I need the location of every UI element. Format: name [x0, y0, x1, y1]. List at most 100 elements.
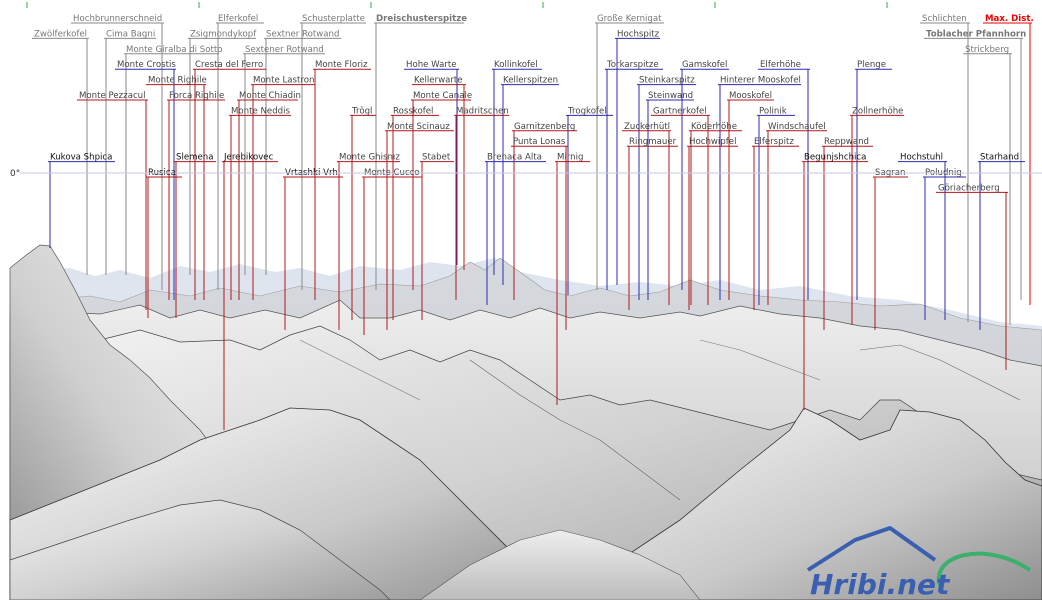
peak-name: Hohe Warte — [406, 60, 457, 70]
peak-name: Torkarspitze — [606, 60, 659, 70]
peak-label[interactable]: Monte Canale — [411, 91, 472, 290]
peak-label[interactable]: Stabet — [420, 153, 454, 320]
peak-label[interactable]: Torkarspitze — [605, 60, 663, 290]
peak-name: Kellerwarte — [414, 76, 463, 86]
peak-name: Monte Crostis — [117, 60, 176, 70]
peak-name: Starhand — [980, 153, 1019, 163]
peak-label[interactable]: Windschaufel — [766, 122, 827, 305]
peak-label[interactable]: Mirnig — [555, 153, 590, 405]
peak-name: Cresta del Ferro — [195, 60, 263, 70]
peak-name: Mooskofel — [729, 91, 772, 101]
peak-name: Elferkofel — [218, 14, 258, 24]
peak-name: Punta Lonas — [513, 137, 566, 147]
peak-label[interactable]: Monte Crostis — [115, 60, 176, 300]
peak-label[interactable]: Monte Giralba di Sotto — [124, 45, 222, 275]
peak-name: Steinkarspitz — [639, 76, 695, 86]
peak-label[interactable]: Schusterplatte — [300, 14, 366, 290]
peak-label[interactable]: Hohe Warte — [404, 60, 459, 265]
peak-name: Brenaca Alta — [487, 153, 542, 163]
peak-name: Monte Pezzacul — [79, 91, 146, 101]
peak-label[interactable]: Köderhöhe — [689, 122, 742, 305]
peak-name: Plenge — [857, 60, 886, 70]
peak-label[interactable]: Hochbrunnerschneid — [71, 14, 164, 290]
peak-label[interactable]: Slemena — [174, 153, 216, 318]
peak-name: Ringmauer — [629, 137, 677, 147]
green-arc-icon — [936, 551, 1032, 587]
top-ticks — [26, 2, 888, 8]
peak-label[interactable]: Zsigmondykopf — [188, 29, 257, 275]
peak-label[interactable]: Plenge — [855, 60, 892, 300]
peak-name: Cima Bagni — [106, 29, 155, 39]
peak-name: Zuckerhütl — [624, 122, 670, 132]
peak-label[interactable]: Steinkarspitz — [637, 76, 696, 300]
peak-name: Sextner Rotwand — [266, 29, 339, 39]
peak-name: Trögl — [351, 106, 372, 116]
peak-label[interactable]: Sextner Rotwand — [264, 29, 341, 275]
peak-label[interactable]: Große Kernigat — [595, 14, 664, 290]
peak-label[interactable]: Garnitzenberg — [512, 122, 577, 300]
peak-label[interactable]: Hochstuhl — [898, 153, 947, 320]
peak-label[interactable]: Monte Neddis — [229, 106, 291, 300]
peak-name: Große Kernigat — [597, 14, 662, 24]
peak-name: Windschaufel — [768, 122, 826, 132]
peak-label[interactable]: Trogkofel — [566, 106, 613, 295]
peak-name: Monte Righile — [148, 76, 207, 86]
peak-label[interactable]: Monte Ghisnız — [337, 153, 400, 330]
peak-label[interactable]: Forca Righile — [167, 91, 225, 300]
peak-label[interactable]: Jerebikovec — [222, 153, 278, 430]
peak-name: Jerebikovec — [223, 153, 274, 163]
peak-label[interactable]: Reppwand — [822, 137, 873, 330]
peak-label[interactable]: Steinwand — [646, 91, 694, 300]
peak-label[interactable]: Elferkofel — [216, 14, 264, 290]
peak-label[interactable]: Toblacher Pfannhorn — [924, 29, 1026, 300]
peak-label[interactable]: Starhand — [978, 153, 1025, 330]
peak-label[interactable]: Zuckerhütl — [622, 122, 671, 305]
peak-label[interactable]: Hochspitz — [615, 29, 660, 285]
peak-label[interactable]: Trögl — [350, 106, 376, 320]
peak-label[interactable]: Cima Bagni — [104, 29, 156, 275]
peak-label[interactable]: Begunjshchica — [802, 153, 868, 410]
peak-name: Göriacherberg — [938, 183, 1000, 193]
peak-name: Stabet — [422, 153, 451, 163]
peak-label[interactable]: Monte Scinauz — [385, 122, 454, 330]
peak-name: Gartnerkofel — [653, 106, 707, 116]
peak-label[interactable]: Elferhöhe — [758, 60, 810, 300]
peak-name: Hinterer Mooskofel — [720, 76, 801, 86]
peak-label[interactable]: Strickberg — [963, 45, 1012, 325]
peak-label[interactable]: Gamskofel — [680, 60, 729, 290]
peak-label[interactable]: Kellerspitzen — [501, 76, 559, 285]
peak-name: Elferspitz — [754, 137, 794, 147]
peak-label[interactable]: Kollinkofel — [492, 60, 542, 275]
peak-label[interactable]: Kukova Shpica — [48, 153, 115, 248]
peak-name: Köderhöhe — [691, 122, 737, 132]
peak-label[interactable]: Punta Lonas — [511, 137, 568, 330]
peak-label[interactable]: Zollnerhöhe — [850, 106, 904, 325]
peak-name: Hochstuhl — [900, 153, 943, 163]
peak-label[interactable]: Hinterer Mooskofel — [718, 76, 801, 300]
peak-label[interactable]: Cresta del Ferro — [193, 60, 266, 300]
peak-label[interactable]: Gartnerkofel — [651, 106, 710, 305]
peak-label[interactable]: Polinik — [757, 106, 795, 305]
peak-label[interactable]: Brenaca Alta — [485, 153, 546, 305]
peak-label[interactable]: Dreischusterspitze — [374, 14, 467, 290]
peak-name: Madritschen — [456, 106, 509, 116]
peak-label[interactable]: Monte Chiadin — [237, 91, 301, 300]
peak-label[interactable]: Mooskofel — [727, 91, 774, 300]
peak-name: Monte Neddis — [231, 106, 291, 116]
peak-name: Schusterplatte — [302, 14, 365, 24]
peak-label[interactable]: Monte Pezzacul — [77, 91, 148, 310]
peak-label[interactable]: Göriacherberg — [936, 183, 1008, 370]
peak-label[interactable]: Madritschen — [454, 106, 509, 300]
peak-label[interactable]: Monte Lastron — [251, 76, 315, 300]
peak-label[interactable]: Sextener Rotwand — [243, 45, 325, 275]
peak-label[interactable]: Monte Floriz — [313, 60, 371, 300]
peak-label[interactable]: Rosskofel — [391, 106, 439, 320]
horizon-label: 0° — [10, 169, 20, 179]
peak-name: Hochbrunnerschneid — [73, 14, 162, 24]
peak-name: Begunjshchica — [804, 153, 866, 163]
peak-label[interactable]: Zwölferkofel — [32, 29, 89, 275]
peak-label[interactable]: Max. Dist. — [983, 14, 1034, 305]
peak-name: Reppwand — [824, 137, 869, 147]
peak-name: Monte Lastron — [253, 76, 314, 86]
peak-label[interactable]: Monte Righile — [146, 76, 207, 300]
